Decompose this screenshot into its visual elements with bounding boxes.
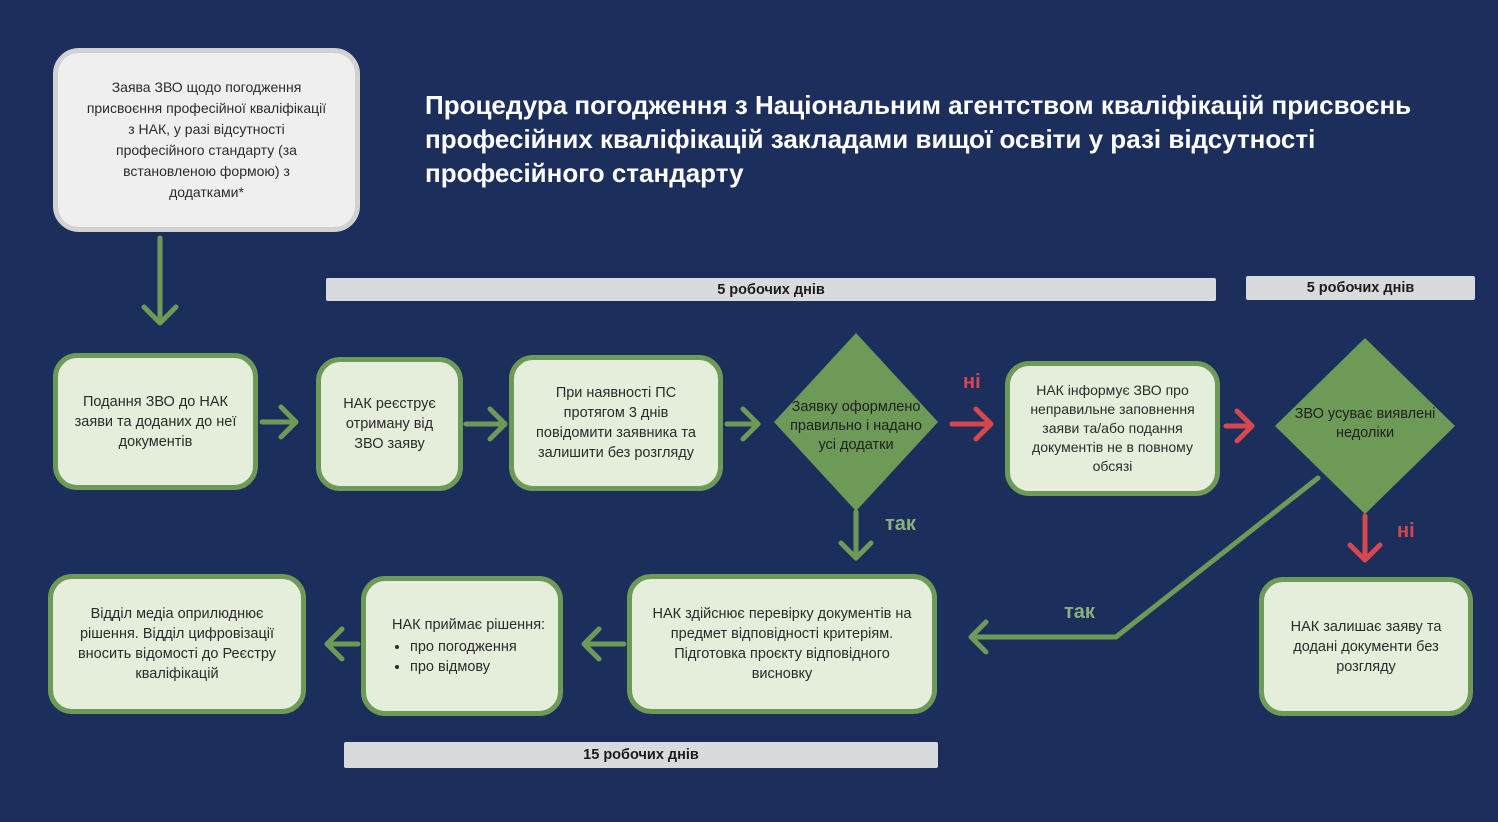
verify-text: НАК здійснює перевірку документів на пре… [652, 606, 912, 682]
arrowhead-notice [487, 406, 508, 442]
decision-box: НАК приймає рішення: про погодження про … [361, 576, 563, 716]
ps-notice-text: При наявності ПС протягом 3 днів повідом… [536, 385, 696, 461]
arrow-fix-yes-to-verify [969, 475, 1321, 640]
ps-notice-box: При наявності ПС протягом 3 днів повідом… [509, 355, 723, 491]
arrowhead-verify [968, 619, 989, 655]
publish-text: Відділ медіа оприлюднює рішення. Відділ … [77, 606, 277, 682]
arrowhead-yes-down [838, 540, 874, 561]
label-yes-1: так [885, 513, 916, 535]
submit-box: Подання ЗВО до НАК заяви та доданих до н… [53, 353, 258, 490]
start-box-text: Заява ЗВО щодо погодження присвоєння про… [86, 79, 327, 200]
publish-box: Відділ медіа оприлюднює рішення. Відділ … [48, 574, 306, 714]
decision-item-approve: про погодження [410, 637, 517, 657]
check-diamond-text: Заявку оформлено правильно і надано усі … [790, 399, 922, 453]
verify-box: НАК здійснює перевірку документів на пре… [627, 574, 937, 714]
fix-diamond [1275, 338, 1455, 514]
arrowhead-no-right [973, 406, 994, 442]
arrowhead-decision [581, 626, 602, 662]
bar-top-main: 5 робочих днів [326, 278, 1216, 301]
leave-box: НАК залишає заяву та додані документи бе… [1259, 577, 1473, 716]
page-title: Процедура погодження з Національним аген… [425, 90, 1412, 188]
fix-diamond-text: ЗВО усуває виявлені недоліки [1294, 406, 1436, 441]
label-no-2: ні [1397, 520, 1415, 542]
arrowhead-start [141, 304, 179, 326]
start-box: Заява ЗВО щодо погодження присвоєння про… [53, 48, 360, 232]
inform-box: НАК інформує ЗВО про неправильне заповне… [1005, 361, 1220, 496]
register-box: НАК реєструє отриману від ЗВО заяву [316, 357, 463, 491]
bar-bottom: 15 робочих днів [344, 742, 938, 768]
check-diamond [774, 333, 938, 511]
label-yes-2: так [1064, 601, 1095, 623]
decision-item-reject: про відмову [410, 657, 517, 677]
decision-title: НАК приймає рішення: [392, 617, 546, 633]
inform-text: НАК інформує ЗВО про неправильне заповне… [1030, 382, 1195, 474]
arrowhead-diamond [740, 406, 761, 442]
arrowhead-no-down [1347, 542, 1383, 563]
submit-text: Подання ЗВО до НАК заяви та доданих до н… [74, 393, 237, 450]
arrowhead-fix [1234, 408, 1255, 444]
bar-top-right: 5 робочих днів [1246, 276, 1475, 300]
arrowhead-publish [324, 626, 345, 662]
decision-list: про погодження про відмову [392, 637, 517, 677]
leave-text: НАК залишає заяву та додані документи бе… [1290, 618, 1442, 675]
label-no-1: ні [963, 371, 981, 393]
register-text: НАК реєструє отриману від ЗВО заяву [343, 396, 436, 452]
arrowhead-register [278, 404, 299, 440]
